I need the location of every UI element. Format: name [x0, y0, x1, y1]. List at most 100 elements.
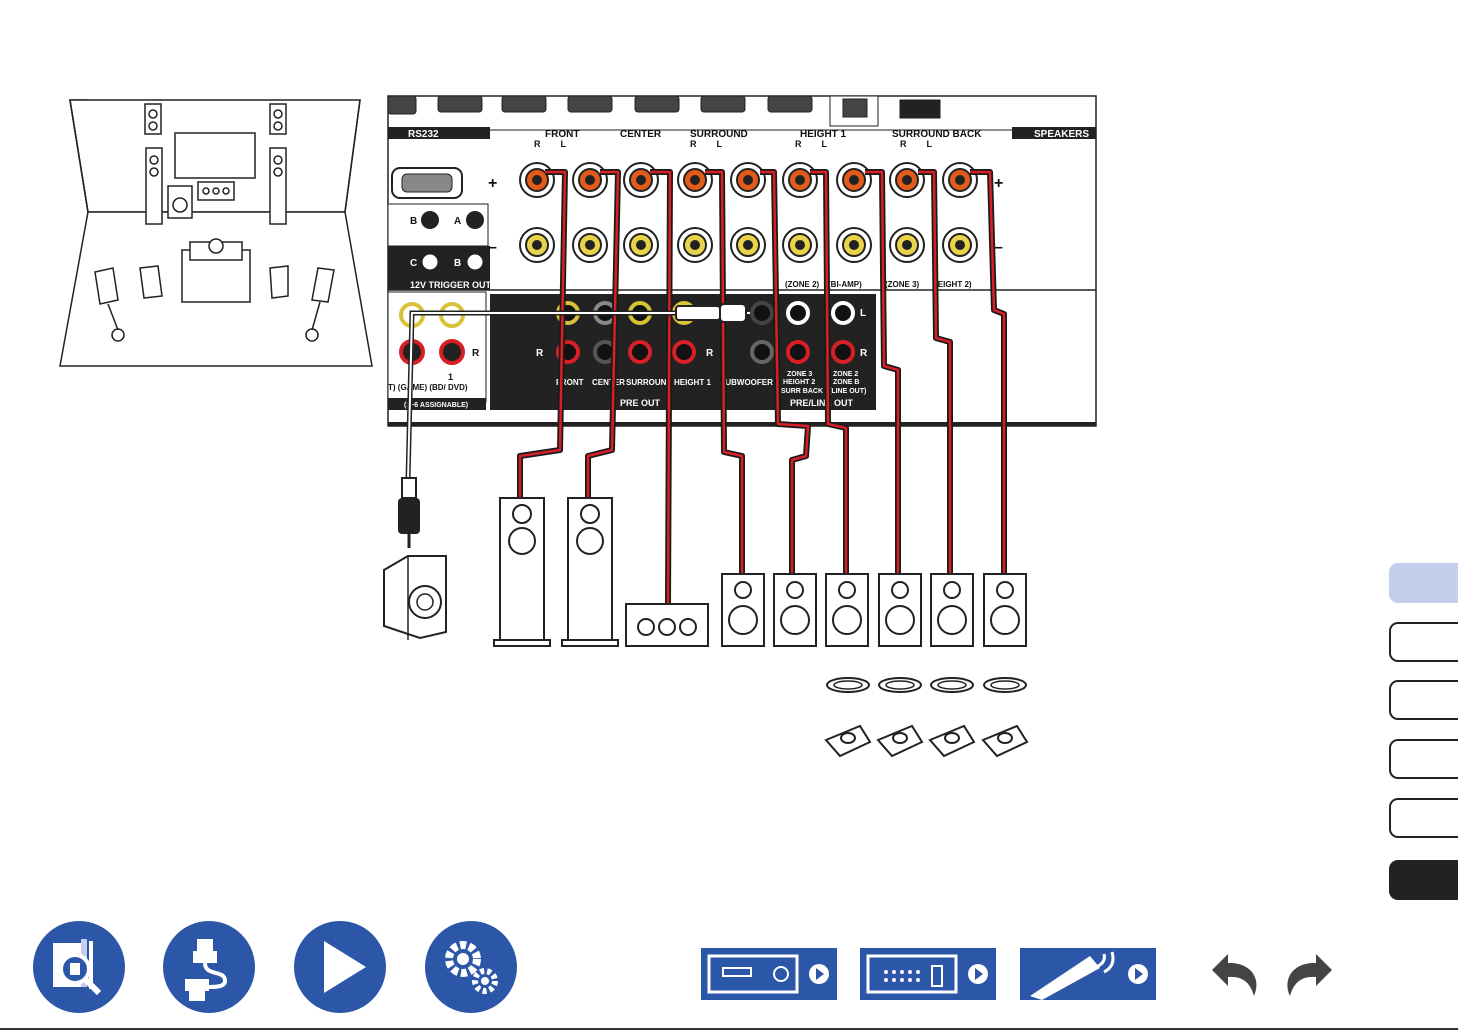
plus-post-core-7 [902, 175, 912, 185]
preout-r-height: R [706, 348, 714, 359]
cable-inner-4 [760, 170, 810, 574]
center-driver-0 [637, 618, 655, 636]
zone3-line-2: HEIGHT 2 [783, 379, 815, 386]
connections-icon [185, 939, 228, 1001]
front-panel-button[interactable] [701, 948, 837, 1000]
atmos-module-driver-2 [944, 732, 960, 744]
zone3-line-3: SURR BACK [781, 388, 823, 395]
remote-button[interactable] [1020, 948, 1156, 1000]
cable-inner-5 [810, 170, 848, 574]
pre-out-jack-6 [831, 301, 855, 325]
group-label-surround: SURROUND [690, 129, 748, 140]
hdmi-ports-row [387, 95, 941, 127]
setup-icon [445, 941, 498, 994]
minus-post-core-3 [690, 240, 700, 250]
plus-post-core-6 [849, 175, 859, 185]
zone3-line-1: ZONE 3 [787, 371, 812, 378]
plus-post-core-1 [585, 175, 595, 185]
cable-inner-1 [586, 170, 620, 498]
minus-sign-right: – [994, 239, 1003, 256]
subwoofer-cable [398, 303, 750, 548]
bookshelf-speaker-0 [721, 573, 765, 647]
bookshelf-tweeter-0 [734, 581, 752, 599]
playback-button[interactable] [294, 921, 386, 1013]
tower-speaker-left [499, 497, 545, 641]
group-sub-surround: R L [690, 139, 723, 149]
chapter-tab-3[interactable] [1389, 680, 1458, 720]
trigger-out-label: 12V TRIGGER OUT [410, 280, 492, 290]
preout-r-left: R [536, 348, 544, 359]
room-layout-illustration [59, 99, 373, 367]
chapter-tab-5[interactable] [1389, 798, 1458, 838]
bookshelf-woofer-2 [832, 605, 862, 635]
preout-label-height1: HEIGHT 1 [674, 378, 711, 387]
group-label-center: CENTER [620, 129, 662, 140]
plus-post-core-5 [795, 175, 805, 185]
plus-post-core-2 [636, 175, 646, 185]
minus-sign: – [488, 239, 497, 256]
pre-out-label: PRE OUT [620, 398, 661, 408]
chapter-tab-2[interactable] [1389, 622, 1458, 662]
pre-out-jack-5 [786, 301, 810, 325]
minus-post-core-2 [636, 240, 646, 250]
atmos-module-driver-0 [840, 732, 856, 744]
center-driver-2 [679, 618, 697, 636]
connections-button[interactable] [163, 921, 255, 1013]
pre-out-jack-13 [831, 340, 855, 364]
cable-inner-3 [705, 170, 744, 574]
bookshelf-speaker-3 [878, 573, 922, 647]
contents-button[interactable] [33, 921, 125, 1013]
minus-post-core-1 [585, 240, 595, 250]
bookshelf-woofer-1 [780, 605, 810, 635]
cable-inner-2 [650, 170, 672, 605]
cable-inner-7 [918, 170, 952, 574]
minus-post-core-4 [743, 240, 753, 250]
preout-label-subwoofer: SUBWOOFER [720, 378, 773, 387]
cable-inner-0 [518, 170, 567, 498]
bottom-rule [0, 1028, 1458, 1030]
ceiling-speaker-ring-0 [833, 680, 863, 690]
group-label-surround-back: SURROUND BACK [892, 129, 982, 140]
chapter-tab-1[interactable] [1389, 563, 1458, 603]
atmos-module-driver-3 [997, 732, 1013, 744]
rear-panel-button[interactable] [860, 948, 996, 1000]
input-labels: T) (GAME) (BD/ DVD) [388, 383, 468, 392]
cable-inner-8 [970, 170, 1006, 574]
plus-post-core-8 [955, 175, 965, 185]
trigger-a: A [454, 216, 461, 227]
trigger-c: C [410, 258, 417, 269]
zone-label-zone3: (ZONE 3) [885, 280, 920, 289]
pre-line-out-label: PRE/LINE OUT [790, 398, 854, 408]
pre-out-jack-9 [628, 340, 652, 364]
bookshelf-tweeter-5 [996, 581, 1014, 599]
chapter-tab-4[interactable] [1389, 739, 1458, 779]
preout-l-right: L [860, 308, 866, 319]
bookshelf-woofer-4 [937, 605, 967, 635]
group-sub-surround-back: R L [900, 139, 933, 149]
speaker-binding-posts [519, 162, 978, 263]
cable-inner-6 [865, 170, 900, 574]
contents-icon [53, 939, 102, 996]
ceiling-speaker-2 [930, 677, 974, 693]
group-sub-front: R L [534, 139, 567, 149]
plus-sign: + [488, 175, 497, 192]
tower-speaker-right [567, 497, 613, 641]
atmos-module-driver-1 [892, 732, 908, 744]
subwoofer-cone [408, 585, 442, 619]
back-icon[interactable] [1202, 950, 1264, 1002]
tower-speaker-left-tweeter [512, 504, 532, 524]
preout-label-surround: SURROUND [626, 378, 672, 387]
bookshelf-speaker-5 [983, 573, 1027, 647]
input-r-label: R [472, 348, 480, 359]
trigger-b2: B [454, 258, 461, 269]
speaker-cables [517, 169, 1007, 605]
chapter-tab-6[interactable] [1389, 860, 1458, 900]
forward-icon[interactable] [1280, 950, 1342, 1002]
bookshelf-tweeter-1 [786, 581, 804, 599]
bookshelf-speaker-1 [773, 573, 817, 647]
tower-speaker-left-woofer [508, 527, 536, 555]
center-speaker [625, 603, 709, 647]
setup-button[interactable] [425, 921, 517, 1013]
speakers-label: SPEAKERS [1034, 129, 1089, 140]
